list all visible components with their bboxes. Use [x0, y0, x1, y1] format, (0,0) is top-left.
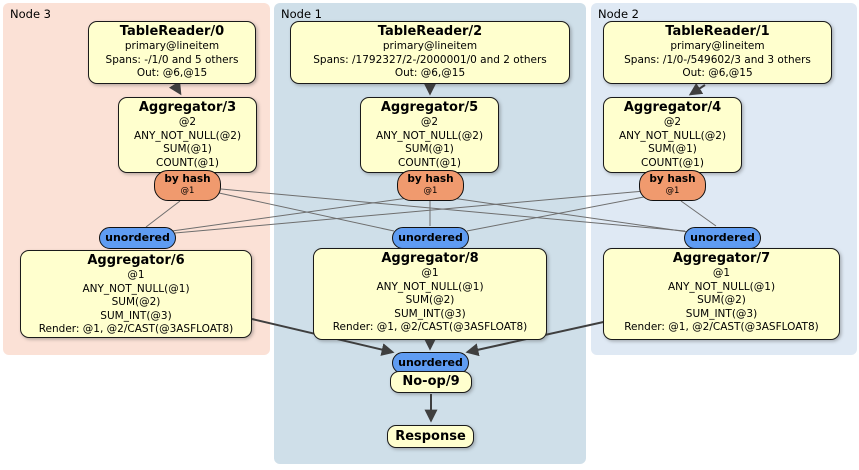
processor-detail: Out: @6,@15	[394, 67, 466, 80]
processor-detail: @2	[178, 116, 197, 128]
sync-label: unordered	[105, 231, 170, 244]
processor-title: Aggregator/5	[380, 100, 479, 115]
processor-detail: Spans: /1792327/2-/2000001/0 and 2 other…	[313, 53, 547, 66]
processor-detail: Render: @1, @2/CAST(@3ASFLOAT8)	[332, 321, 528, 334]
processor-detail: SUM_INT(@3)	[685, 307, 758, 320]
router-label: by hash	[649, 173, 696, 185]
processor-detail: Out: @6,@15	[136, 67, 208, 80]
processor-aggregator-7: Aggregator/7 @1 ANY_NOT_NULL(@1) SUM(@2)…	[603, 248, 840, 340]
processor-detail: SUM_INT(@3)	[394, 307, 466, 320]
sync-unordered: unordered	[684, 227, 761, 249]
processor-detail: primary@lineitem	[124, 40, 220, 52]
processor-detail: Spans: -/1/0 and 5 others	[105, 53, 239, 66]
processor-detail: @1	[127, 269, 145, 281]
processor-title: Aggregator/3	[138, 100, 237, 115]
processor-detail: @1	[712, 267, 731, 279]
processor-aggregator-5: Aggregator/5 @2 ANY_NOT_NULL(@2) SUM(@1)…	[360, 97, 499, 173]
processor-noop-9: No-op/9	[390, 371, 472, 393]
processor-detail: Render: @1, @2/CAST(@3ASFLOAT8)	[624, 321, 819, 334]
response-node: Response	[387, 425, 474, 448]
processor-detail: SUM(@1)	[163, 143, 212, 156]
sync-label: unordered	[398, 356, 463, 369]
sync-label: unordered	[690, 231, 755, 244]
processor-title: TableReader/0	[119, 24, 225, 39]
processor-detail: Spans: /1/0-/549602/3 and 3 others	[624, 53, 811, 66]
router-by-hash: by hash @1	[154, 170, 221, 201]
sync-label: unordered	[398, 231, 463, 244]
processor-detail: ANY_NOT_NULL(@1)	[82, 282, 190, 295]
processor-title: TableReader/2	[377, 24, 483, 39]
sync-unordered: unordered	[392, 227, 469, 249]
processor-detail: @1	[421, 267, 439, 279]
processor-tablereader-0: TableReader/0 primary@lineitem Spans: -/…	[88, 21, 256, 84]
processor-detail: COUNT(@1)	[156, 156, 219, 169]
processor-aggregator-3: Aggregator/3 @2 ANY_NOT_NULL(@2) SUM(@1)…	[118, 97, 257, 173]
processor-detail: ANY_NOT_NULL(@2)	[618, 129, 727, 142]
processor-title: No-op/9	[402, 374, 460, 389]
region-node-2-label: Node 2	[598, 7, 639, 21]
processor-aggregator-8: Aggregator/8 @1 ANY_NOT_NULL(@1) SUM(@2)…	[313, 248, 547, 340]
processor-detail: ANY_NOT_NULL(@2)	[375, 129, 484, 142]
processor-detail: @2	[663, 116, 682, 128]
sync-unordered: unordered	[99, 227, 176, 249]
region-node-1-label: Node 1	[281, 7, 322, 21]
processor-detail: ANY_NOT_NULL(@1)	[667, 280, 776, 293]
processor-detail: COUNT(@1)	[398, 156, 461, 169]
processor-detail: @2	[420, 116, 439, 128]
processor-detail: SUM(@2)	[697, 294, 746, 307]
processor-detail: Render: @1, @2/CAST(@3ASFLOAT8)	[38, 323, 234, 336]
router-label: by hash	[407, 173, 454, 185]
processor-detail: primary@lineitem	[670, 40, 765, 52]
processor-aggregator-6: Aggregator/6 @1 ANY_NOT_NULL(@1) SUM(@2)…	[20, 250, 252, 338]
processor-detail: SUM(@1)	[648, 143, 697, 156]
processor-title: TableReader/1	[665, 24, 770, 39]
processor-title: Response	[395, 428, 466, 444]
router-key: @1	[180, 186, 195, 196]
router-key: @1	[423, 186, 438, 196]
router-key: @1	[665, 186, 680, 196]
processor-detail: primary@lineitem	[382, 40, 478, 52]
processor-detail: SUM(@2)	[405, 294, 455, 307]
processor-tablereader-1: TableReader/1 primary@lineitem Spans: /1…	[603, 21, 832, 84]
router-by-hash: by hash @1	[639, 170, 706, 201]
router-label: by hash	[164, 173, 211, 185]
processor-detail: SUM(@1)	[405, 143, 454, 156]
processor-title: Aggregator/8	[381, 251, 479, 266]
processor-title: Aggregator/7	[672, 251, 771, 266]
processor-detail: ANY_NOT_NULL(@2)	[133, 129, 242, 142]
processor-detail: Out: @6,@15	[682, 67, 753, 80]
processor-detail: SUM(@2)	[111, 296, 161, 309]
processor-title: Aggregator/4	[623, 100, 722, 115]
processor-detail: ANY_NOT_NULL(@1)	[376, 280, 484, 293]
router-by-hash: by hash @1	[397, 170, 464, 201]
processor-detail: COUNT(@1)	[641, 156, 704, 169]
region-node-3-label: Node 3	[10, 7, 51, 21]
processor-tablereader-2: TableReader/2 primary@lineitem Spans: /1…	[290, 21, 570, 84]
processor-aggregator-4: Aggregator/4 @2 ANY_NOT_NULL(@2) SUM(@1)…	[603, 97, 742, 173]
processor-title: Aggregator/6	[87, 253, 185, 268]
processor-detail: SUM_INT(@3)	[100, 309, 172, 322]
